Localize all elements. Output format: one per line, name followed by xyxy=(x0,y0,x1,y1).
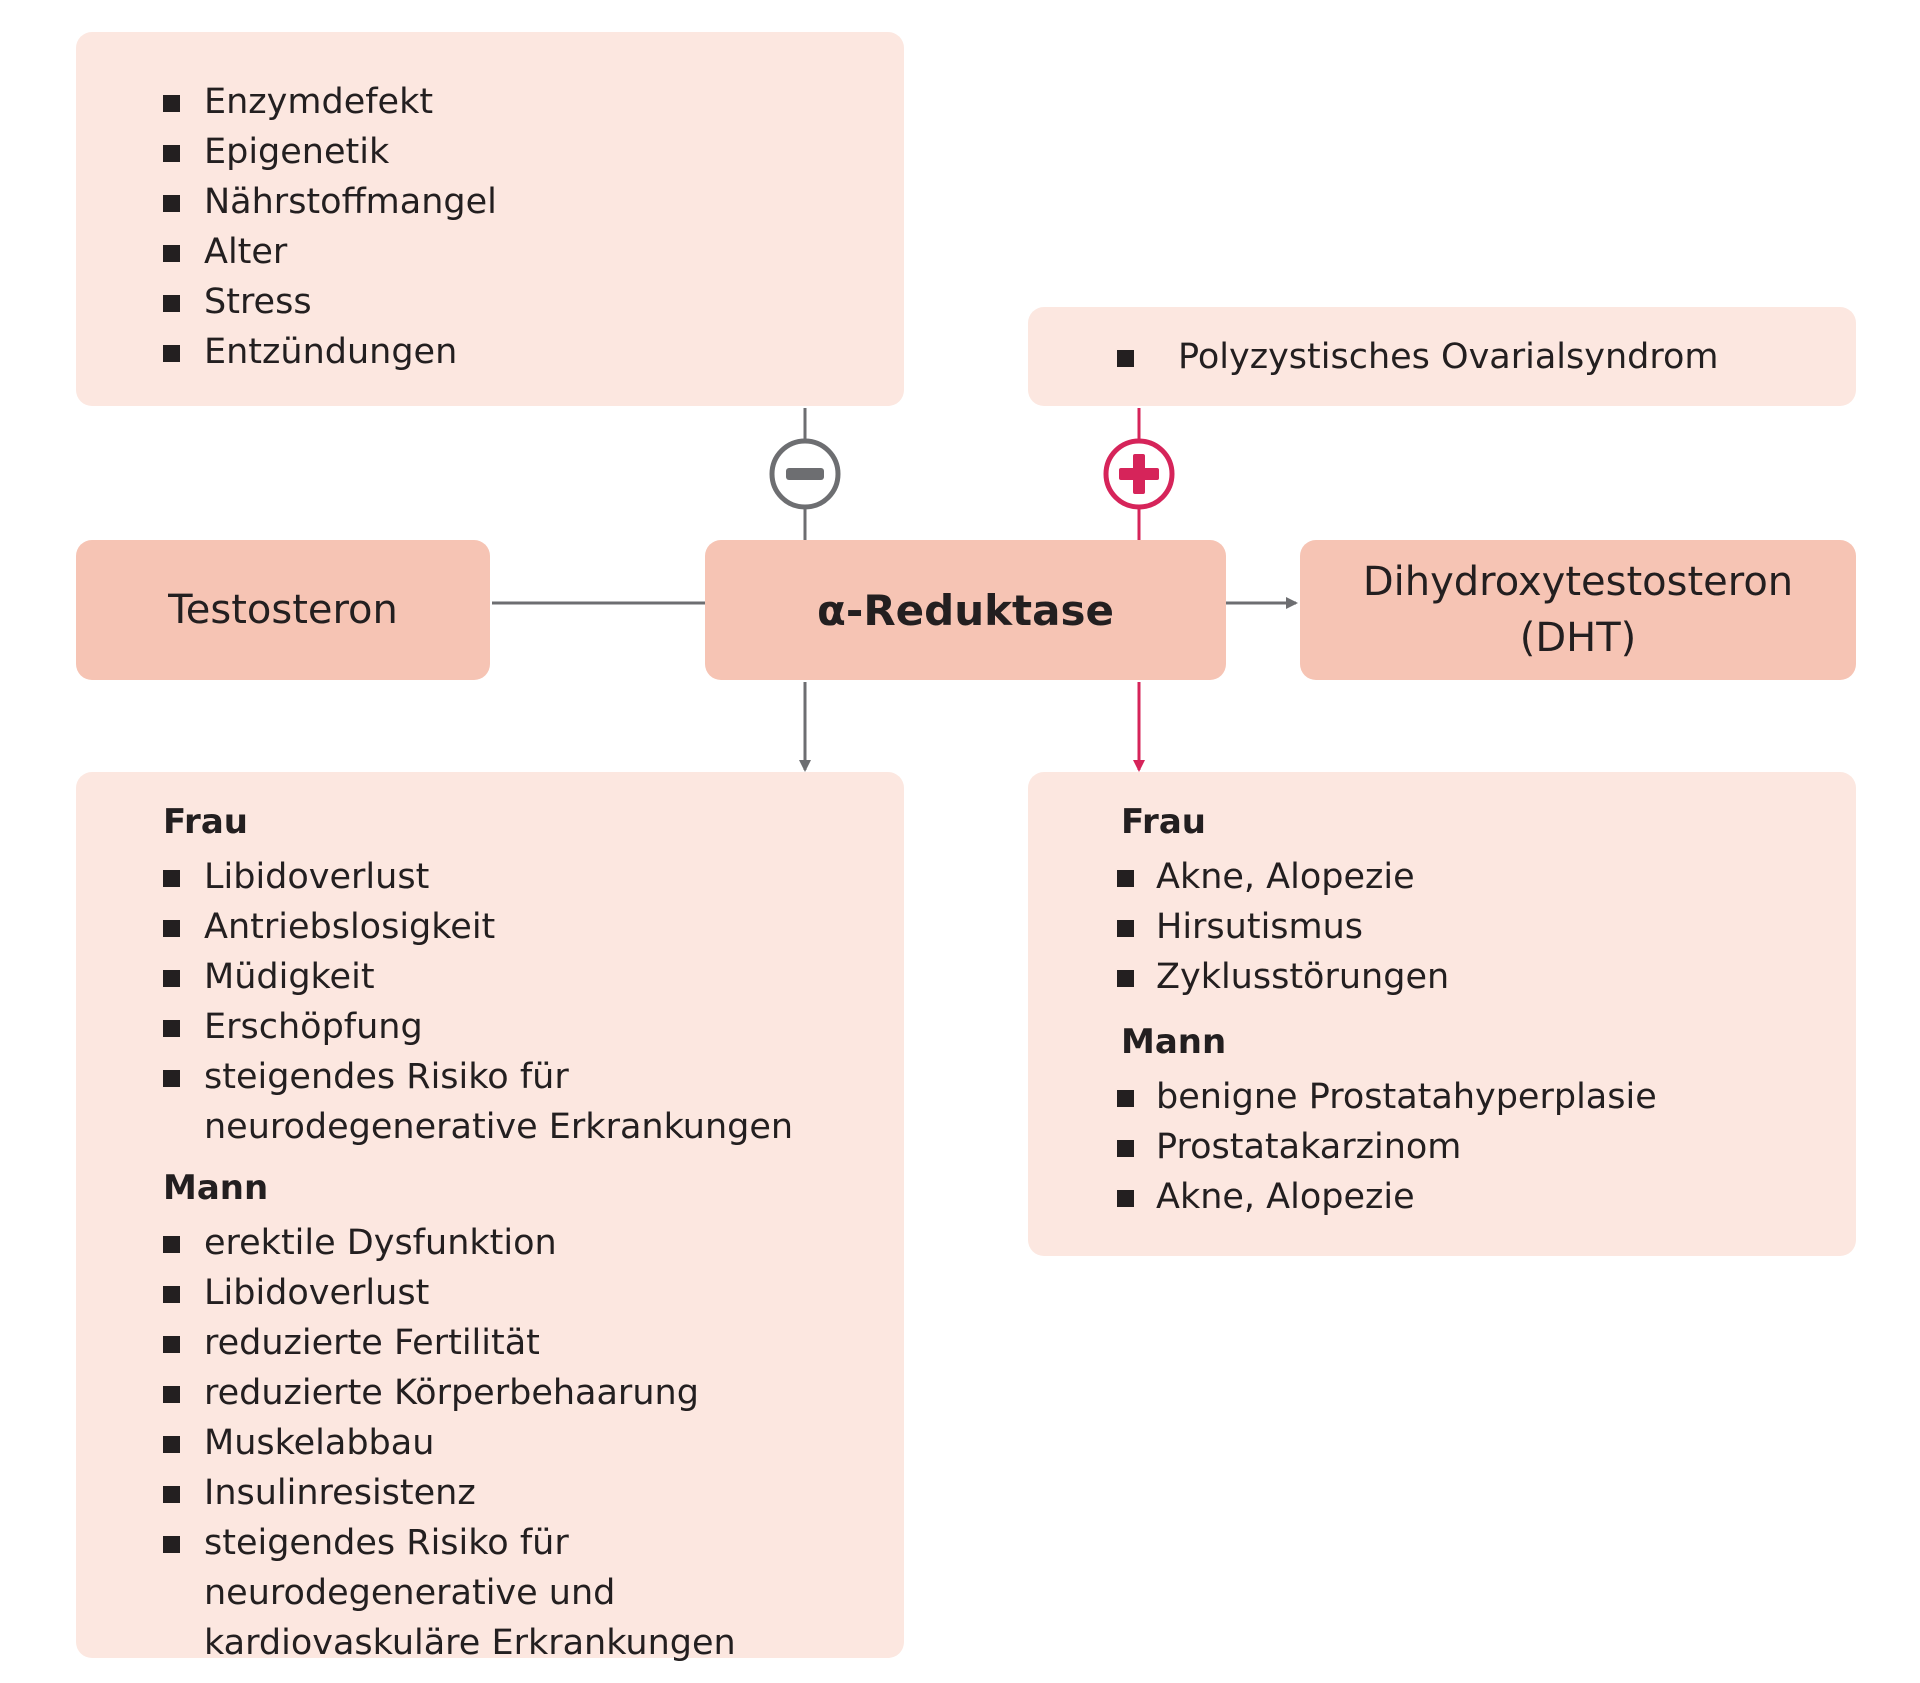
list-item: Polyzystisches Ovarialsyndrom xyxy=(1028,332,1856,382)
testosterone-label: Testosteron xyxy=(168,587,398,633)
excess-consequences-box: Frau Akne, Alopezie Hirsutismus Zyklusst… xyxy=(1028,772,1856,1256)
dht-node: Dihydroxytestosteron (DHT) xyxy=(1300,540,1856,680)
promoting-factors-box: Polyzystisches Ovarialsyndrom xyxy=(1028,307,1856,406)
list-item: erektile Dysfunktion xyxy=(76,1218,904,1268)
list-item: Hirsutismus xyxy=(1028,902,1856,952)
deficiency-consequences-box: Frau Libidoverlust Antriebslosigkeit Müd… xyxy=(76,772,904,1663)
list-item: Entzündungen xyxy=(76,327,904,377)
list-item: reduzierte Fertilität xyxy=(76,1318,904,1368)
alpha-reductase-node: α-Reduktase xyxy=(705,540,1226,680)
list-item: Alter xyxy=(76,227,904,277)
dht-label-line1: Dihydroxytestosteron xyxy=(1362,559,1794,605)
testosterone-node: Testosteron xyxy=(76,540,490,680)
female-heading: Frau xyxy=(1121,802,1206,842)
list-item: Akne, Alopezie xyxy=(1028,852,1856,902)
list-item: Zyklusstörungen xyxy=(1028,952,1856,1002)
male-heading: Mann xyxy=(1121,1022,1227,1062)
male-heading: Mann xyxy=(163,1168,269,1208)
female-heading: Frau xyxy=(163,802,248,842)
inhibiting-factors-list: Enzymdefekt Epigenetik Nährstoffmangel A… xyxy=(76,77,904,377)
list-item: Muskelabbau xyxy=(76,1418,904,1468)
minus-glyph xyxy=(786,468,824,480)
list-item: Antriebslosigkeit xyxy=(76,902,904,952)
list-item: Stress xyxy=(76,277,904,327)
list-item: Libidoverlust xyxy=(76,852,904,902)
list-item: Erschöpfung xyxy=(76,1002,904,1052)
list-item: benigne Prostatahyperplasie xyxy=(1028,1072,1856,1122)
female-excess-list: Akne, Alopezie Hirsutismus Zyklusstörung… xyxy=(1028,852,1856,1002)
female-deficiency-list: Libidoverlust Antriebslosigkeit Müdigkei… xyxy=(76,852,904,1152)
male-excess-list: benigne Prostatahyperplasie Prostatakarz… xyxy=(1028,1072,1856,1222)
list-item: Nährstoffmangel xyxy=(76,177,904,227)
plus-glyph-vertical xyxy=(1133,454,1145,494)
list-item: Libidoverlust xyxy=(76,1268,904,1318)
list-item: Epigenetik xyxy=(76,127,904,177)
list-item: reduzierte Körperbehaarung xyxy=(76,1368,904,1418)
inhibiting-factors-box: Enzymdefekt Epigenetik Nährstoffmangel A… xyxy=(76,32,904,406)
list-item: Müdigkeit xyxy=(76,952,904,1002)
male-deficiency-list: erektile Dysfunktion Libidoverlust reduz… xyxy=(76,1218,904,1668)
list-item: Enzymdefekt xyxy=(76,77,904,127)
dht-label-line2: (DHT) xyxy=(1519,615,1637,661)
list-item: Insulinresistenz xyxy=(76,1468,904,1518)
list-item: Prostatakarzinom xyxy=(1028,1122,1856,1172)
list-item: steigendes Risiko für neurodegenerative … xyxy=(76,1518,904,1668)
list-item: steigendes Risiko für neurodegenerative … xyxy=(76,1052,904,1152)
list-item: Akne, Alopezie xyxy=(1028,1172,1856,1222)
promoting-factors-list: Polyzystisches Ovarialsyndrom xyxy=(1028,332,1856,382)
alpha-reductase-label: α-Reduktase xyxy=(817,585,1114,635)
